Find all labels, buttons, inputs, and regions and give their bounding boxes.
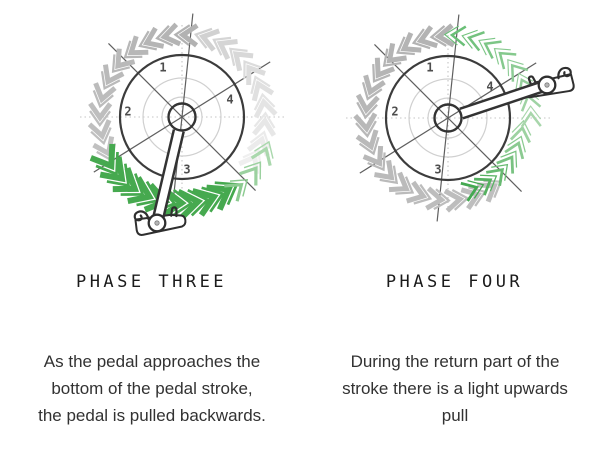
chevron-arrow bbox=[478, 37, 502, 59]
chevron-arrow bbox=[460, 180, 485, 202]
wheel-outline bbox=[118, 53, 246, 181]
quadrant-label-1: 1 bbox=[159, 61, 166, 75]
quadrant-label-4: 4 bbox=[226, 93, 233, 107]
chevron-arrow bbox=[382, 43, 407, 67]
chevron-arrow bbox=[429, 23, 455, 48]
chevron-arrow bbox=[485, 163, 509, 187]
chevron-arrow bbox=[252, 111, 277, 137]
chevron-arrow bbox=[100, 64, 125, 90]
inner-ring bbox=[427, 97, 469, 139]
chevron-arrow bbox=[111, 48, 136, 74]
chevron-arrow bbox=[388, 171, 415, 195]
phase-four-description: During the return part of the stroke the… bbox=[308, 348, 602, 429]
chevron-arrow bbox=[353, 112, 378, 138]
chevron-arrow bbox=[253, 92, 278, 119]
hub-circle bbox=[167, 102, 197, 132]
chevron-arrow bbox=[425, 186, 451, 211]
chevron-arrow bbox=[520, 105, 542, 128]
phase-three-description: As the pedal approaches the bottom of th… bbox=[6, 348, 298, 429]
phase-three-title: PHASE THREE bbox=[75, 272, 228, 292]
chevron-arrow bbox=[461, 29, 485, 52]
chevron-arrow bbox=[173, 23, 199, 48]
chevron-arrow bbox=[243, 60, 266, 85]
desc-line: stroke there is a light upwards bbox=[342, 379, 568, 398]
desc-line: During the return part of the bbox=[350, 352, 560, 371]
chevron-arrow bbox=[212, 36, 238, 61]
quadrant-label-2: 2 bbox=[124, 105, 131, 119]
chevron-arrow bbox=[395, 31, 422, 56]
chevron-arrow bbox=[493, 47, 517, 70]
quadrant-label-3: 3 bbox=[434, 163, 441, 177]
chevron-arrow bbox=[509, 119, 532, 144]
chevron-arrow bbox=[405, 180, 433, 205]
chevron-arrow bbox=[474, 174, 498, 196]
chevron-arrow bbox=[411, 25, 438, 50]
desc-line: pull bbox=[441, 406, 469, 425]
phase-boundary-lines bbox=[359, 14, 537, 222]
chevron-arrow bbox=[224, 178, 249, 202]
chevron-arrow bbox=[250, 75, 275, 102]
quadrant-label-1: 1 bbox=[426, 61, 433, 75]
chevron-arrow bbox=[92, 82, 117, 109]
chevron-arrow bbox=[355, 129, 380, 156]
chevron-arrow bbox=[443, 25, 467, 47]
chevron-arrow bbox=[193, 27, 221, 52]
quadrant-label-2: 2 bbox=[391, 105, 398, 119]
chevron-arrow bbox=[507, 59, 529, 82]
chevron-arrow bbox=[496, 150, 518, 174]
chevron-arrow bbox=[361, 74, 386, 101]
chevron-arrow bbox=[123, 35, 149, 59]
mid-ring bbox=[408, 78, 488, 158]
chevron-arrow bbox=[138, 26, 165, 51]
chevron-arrow bbox=[372, 57, 396, 83]
chevron-arrow bbox=[87, 119, 112, 146]
chevron-arrow bbox=[229, 47, 254, 72]
chevron-arrow bbox=[155, 22, 182, 47]
chevron-arrow bbox=[504, 135, 526, 160]
desc-line: As the pedal approaches the bbox=[43, 352, 261, 371]
pedal-spindle-dot bbox=[154, 220, 160, 226]
crank-arm bbox=[153, 129, 183, 224]
phase-four-title: PHASE FOUR bbox=[385, 272, 524, 292]
chevron-arrow bbox=[362, 145, 386, 172]
phase-boundary-lines bbox=[93, 13, 271, 221]
chevron-arrow bbox=[239, 161, 262, 186]
chevron-arrow bbox=[443, 188, 470, 213]
quadrant-label-3: 3 bbox=[183, 163, 190, 177]
chevron-arrow bbox=[88, 102, 113, 128]
mid-ring bbox=[142, 77, 222, 157]
chevron-arrow bbox=[355, 93, 380, 120]
desc-line: the pedal is pulled backwards. bbox=[38, 406, 266, 425]
chevron-arrow bbox=[374, 160, 399, 185]
phase-three-wheel: 1 2 3 4 bbox=[80, 13, 284, 237]
phase-four-wheel: 1 2 3 4 bbox=[346, 14, 577, 222]
chevron-arrow bbox=[250, 140, 274, 166]
crank-arm bbox=[460, 81, 549, 118]
chevron-ring bbox=[353, 23, 542, 213]
desc-line: bottom of the pedal stroke, bbox=[51, 379, 253, 398]
hub-circle bbox=[433, 103, 463, 133]
pedal-spindle-dot bbox=[544, 82, 550, 88]
quadrant-label-4: 4 bbox=[486, 80, 493, 94]
chevron-ring bbox=[87, 22, 278, 220]
wheel-outline bbox=[384, 54, 512, 182]
